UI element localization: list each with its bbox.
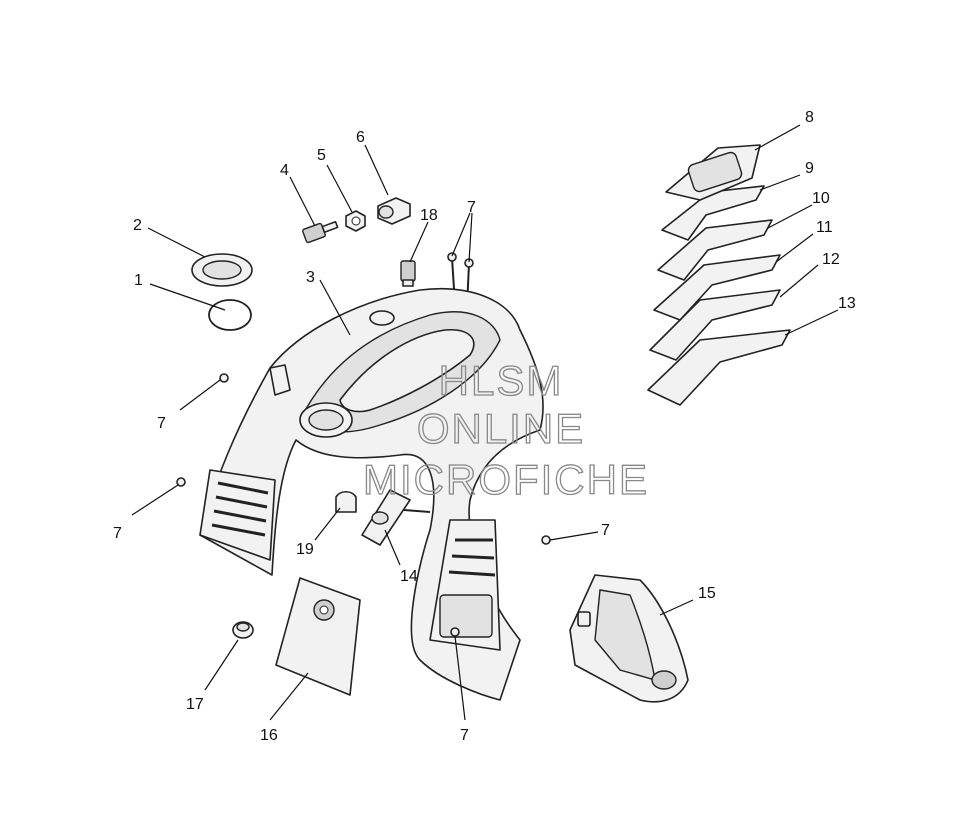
watermark-line-2: ONLINE (417, 405, 585, 452)
part-6-ignition-switch (377, 197, 411, 225)
callout-12: 12 (822, 251, 840, 268)
callout-6: 6 (356, 129, 365, 146)
callout-7-left-upper: 7 (157, 415, 166, 432)
parts-8-13-stacked-panels (647, 144, 791, 406)
callout-1: 1 (134, 272, 143, 289)
callout-18: 18 (420, 207, 438, 224)
callout-labels: 1 2 3 4 5 6 7 7 7 7 7 7 8 9 10 11 12 13 … (113, 109, 856, 744)
part-14-bracket (361, 489, 431, 546)
callout-13: 13 (838, 295, 856, 312)
part-4-key (302, 220, 339, 244)
callout-8: 8 (805, 109, 814, 126)
callout-7-bottom: 7 (460, 727, 469, 744)
right-vent (429, 519, 501, 651)
callout-17: 17 (186, 696, 204, 713)
callout-9: 9 (805, 160, 814, 177)
callout-14: 14 (400, 568, 418, 585)
callout-7-right: 7 (601, 522, 610, 539)
part-2-seal-ring (191, 253, 253, 287)
callout-7-left-lower: 7 (113, 525, 122, 542)
callout-11: 11 (816, 219, 833, 236)
part-18-plug (400, 260, 416, 287)
part-7-screws (176, 373, 551, 637)
callout-4: 4 (280, 162, 289, 179)
callout-2: 2 (133, 217, 142, 234)
callout-3: 3 (306, 269, 315, 286)
callout-5: 5 (317, 147, 326, 164)
part-17-knob (232, 621, 254, 639)
callout-16: 16 (260, 727, 278, 744)
watermark-line-1: HLSM (439, 357, 564, 404)
callout-7-top: 7 (467, 199, 476, 216)
left-vent (199, 469, 276, 561)
watermark: HLSM ONLINE MICROFICHE (362, 356, 649, 503)
leader-lines (131, 124, 839, 721)
watermark-line-3: MICROFICHE (363, 456, 649, 503)
part-19-bulb (335, 490, 357, 513)
part-15-glove-box (569, 574, 689, 703)
callout-19: 19 (296, 541, 314, 558)
part-5-nut (345, 210, 366, 232)
callout-10: 10 (812, 190, 830, 207)
part-16-panel (275, 577, 361, 696)
part-1-o-ring (208, 299, 252, 331)
callout-15: 15 (698, 585, 716, 602)
